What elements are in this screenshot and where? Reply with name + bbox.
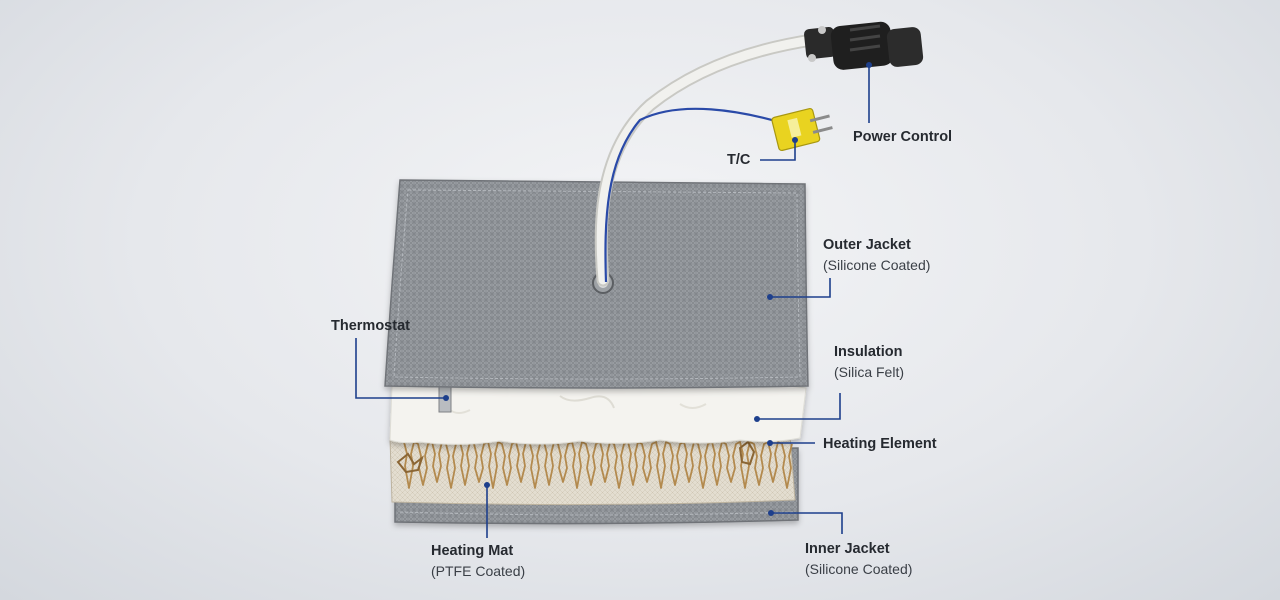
wire-knot-right [738, 440, 756, 466]
callout-insulation: Insulation (Silica Felt) [834, 342, 904, 382]
callout-tc: T/C [727, 150, 750, 170]
dot-outer-jacket [767, 294, 773, 300]
leader-tc [760, 140, 796, 161]
dot-power-control [866, 62, 872, 68]
callout-heating-element-title: Heating Element [823, 436, 937, 452]
callout-thermostat-title: Thermostat [331, 318, 410, 334]
callout-power-control: Power Control [853, 127, 952, 147]
wire-knot-left [396, 452, 424, 474]
leader-insulation [757, 393, 841, 420]
callout-inner-jacket: Inner Jacket (Silicone Coated) [805, 539, 912, 579]
power-connector [804, 21, 924, 70]
dot-insulation [754, 416, 760, 422]
leader-lines [355, 65, 870, 538]
callout-insulation-title: Insulation [834, 344, 903, 360]
dot-heating-element [767, 440, 773, 446]
leader-inner-jacket [771, 512, 843, 534]
power-cable [594, 33, 819, 287]
callout-heating-mat-subtitle: (PTFE Coated) [431, 563, 526, 579]
thermocouple-wire [604, 107, 791, 283]
callout-thermostat: Thermostat [331, 316, 410, 336]
callout-heating-mat-title: Heating Mat [431, 543, 514, 559]
callout-tc-title: T/C [727, 152, 751, 168]
leader-thermostat [355, 338, 444, 399]
callout-outer-jacket-subtitle: (Silicone Coated) [823, 257, 931, 273]
callout-inner-jacket-title: Inner Jacket [805, 541, 890, 557]
thermocouple-connector [771, 107, 833, 152]
leader-dots [443, 62, 872, 516]
callout-heating-mat: Heating Mat (PTFE Coated) [431, 541, 525, 581]
dot-heating-mat [484, 482, 490, 488]
insulation-layer [389, 381, 807, 445]
callout-inner-jacket-subtitle: (Silicone Coated) [805, 561, 913, 577]
callout-power-control-title: Power Control [853, 129, 953, 145]
dot-inner-jacket [768, 510, 774, 516]
callout-outer-jacket: Outer Jacket (Silicone Coated) [823, 235, 930, 275]
outer-jacket-layer [384, 179, 809, 389]
leader-outer-jacket [770, 278, 831, 298]
dot-thermostat [443, 395, 449, 401]
callout-heating-element: Heating Element [823, 434, 937, 454]
callout-outer-jacket-title: Outer Jacket [823, 237, 911, 253]
callout-insulation-subtitle: (Silica Felt) [834, 364, 905, 380]
dot-tc [792, 137, 798, 143]
